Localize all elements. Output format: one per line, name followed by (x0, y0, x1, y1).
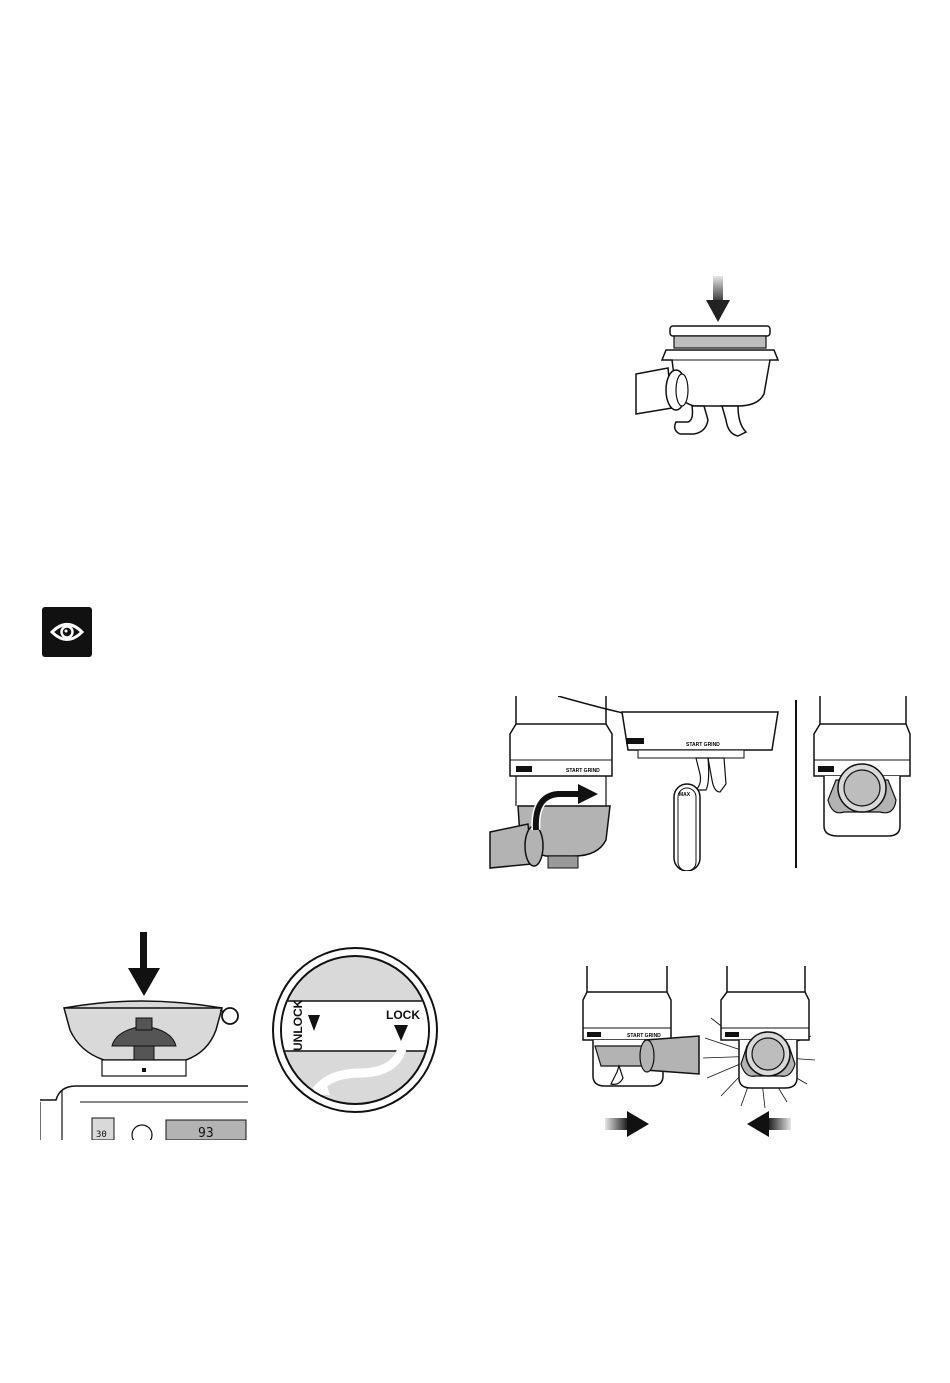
collar-label: START GRIND (627, 1033, 661, 1039)
dosing-label: MAX (679, 792, 691, 798)
left-arrow-icon (747, 1111, 791, 1137)
display-value: 93 (198, 1126, 214, 1140)
collar-label-left: START GRIND (566, 768, 600, 774)
eye-icon (42, 607, 92, 657)
grinder-right-front (814, 696, 910, 836)
lock-label: LOCK (386, 1008, 420, 1022)
insert-remove-figure: START GRIND (575, 966, 835, 1146)
filter-basket-figure (628, 272, 788, 447)
timer-value: 30 (96, 1130, 107, 1140)
lock-dial-figure: UNLOCK LOCK (270, 945, 440, 1115)
collar-label-right: START GRIND (686, 742, 720, 748)
down-arrow-icon (128, 932, 160, 996)
unlock-label: UNLOCK (291, 999, 305, 1051)
grinder-left: START GRIND (490, 696, 612, 868)
down-arrow-icon (706, 276, 730, 322)
hopper-figure: 30 93 (40, 930, 255, 1140)
grinder-side-view-figure: START GRIND START GRIND MAX (488, 696, 913, 871)
right-arrow-icon (605, 1111, 649, 1137)
